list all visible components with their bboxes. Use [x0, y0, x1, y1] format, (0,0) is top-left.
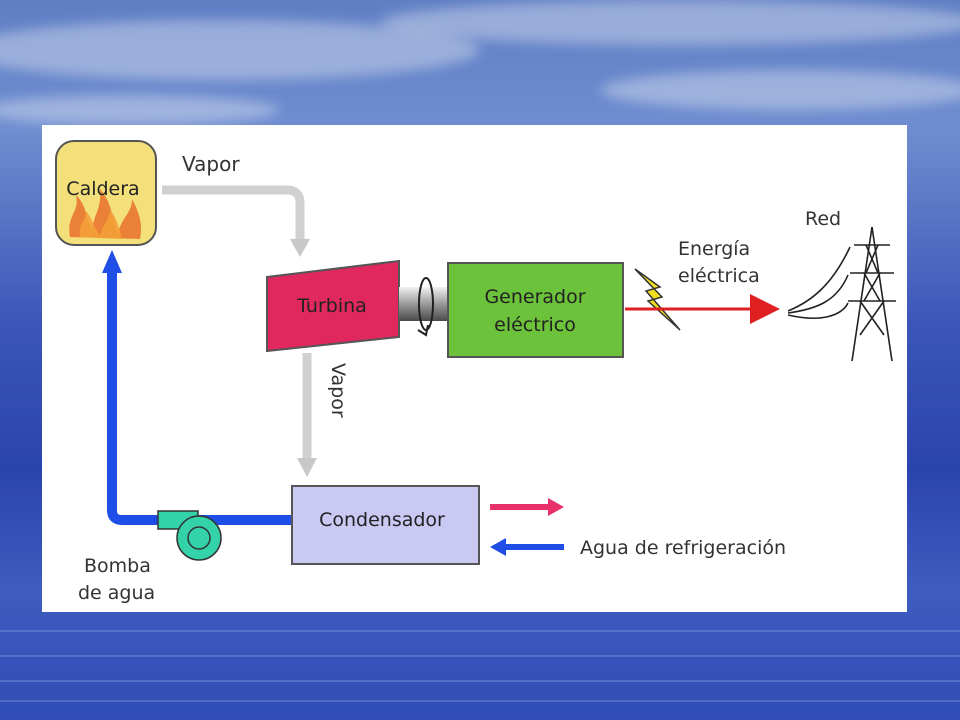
turbine-body [266, 259, 400, 353]
steam-label-down: Vapor [327, 363, 349, 418]
boiler-label: Caldera [66, 178, 139, 200]
cloud-streak [600, 70, 960, 110]
boiler: Caldera [55, 140, 157, 246]
power-tower-icon [787, 226, 896, 362]
energy-label-line2: eléctrica [678, 265, 760, 287]
water-ripple [0, 700, 960, 702]
turbine-label: Turbina [296, 295, 367, 317]
diagram-canvas: Caldera Vapor Turbina Generador eléctric… [55, 140, 896, 604]
generator: Generador eléctrico [447, 262, 624, 358]
condenser-box [291, 485, 480, 565]
water-pipe-arrowhead [102, 250, 122, 273]
steam-label-top: Vapor [182, 152, 240, 176]
pump-label-line1: Bomba [84, 555, 151, 577]
pump-label-line2: de agua [78, 582, 155, 604]
water-ripple [0, 630, 960, 632]
energy-label-line1: Energía [678, 238, 750, 260]
turbine: Turbina [266, 259, 400, 353]
flame-icon [69, 189, 142, 239]
shaft [399, 287, 448, 321]
cooling-water-label: Agua de refrigeración [580, 537, 786, 559]
steam-arrowhead-down [297, 458, 317, 477]
lightning-icon [634, 268, 681, 331]
rotation-icon [417, 277, 434, 337]
power-plant-diagram: Caldera Vapor Turbina Generador eléctric… [42, 125, 907, 612]
steam-arrowhead-top [290, 239, 310, 257]
cloud-streak [380, 0, 960, 45]
grid-label: Red [805, 208, 841, 230]
generator-box [447, 262, 624, 358]
cloud-streak [0, 95, 280, 125]
cloud-streak [0, 20, 480, 80]
pump-icon [157, 510, 222, 561]
generator-label-line1: Generador [484, 286, 585, 308]
water-ripple [0, 655, 960, 657]
hot-water-arrow [490, 498, 564, 516]
water-pipe [107, 265, 292, 525]
steam-arrow-top [162, 185, 305, 243]
cold-water-arrow [490, 538, 564, 556]
condenser-label: Condensador [319, 509, 445, 531]
water-ripple [0, 680, 960, 682]
generator-label-line2: eléctrico [494, 314, 576, 336]
condenser: Condensador [291, 485, 480, 565]
